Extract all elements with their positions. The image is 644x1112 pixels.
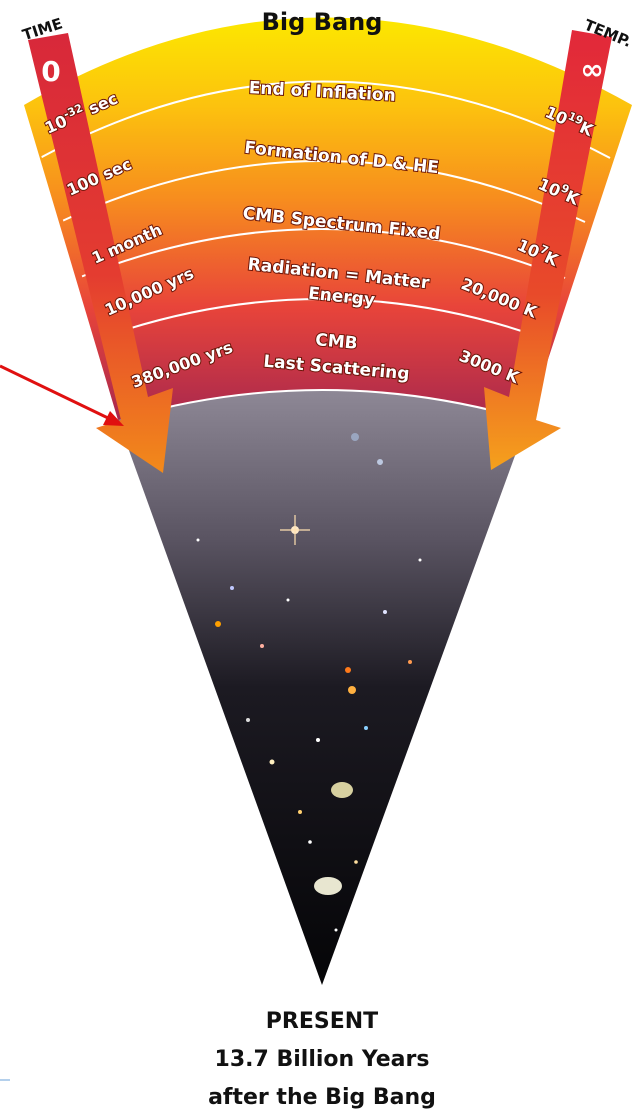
- diagram-title: Big Bang: [262, 8, 383, 36]
- galaxy-field: [196, 433, 422, 932]
- present-caption: after the Big Bang: [208, 1085, 436, 1110]
- time-arrow: [28, 33, 173, 473]
- pointer-arrow: [0, 364, 124, 426]
- band-dividers: [39, 80, 611, 421]
- present-label: PRESENT: [266, 1009, 378, 1034]
- temperature-arrow: [484, 30, 612, 470]
- temp-infinity: ∞: [580, 53, 603, 86]
- present-age: 13.7 Billion Years: [215, 1047, 430, 1072]
- space-wedge: [118, 390, 528, 985]
- universe-fan: [24, 17, 632, 985]
- time-zero: 0: [41, 55, 60, 88]
- band-label: CMB: [314, 330, 358, 354]
